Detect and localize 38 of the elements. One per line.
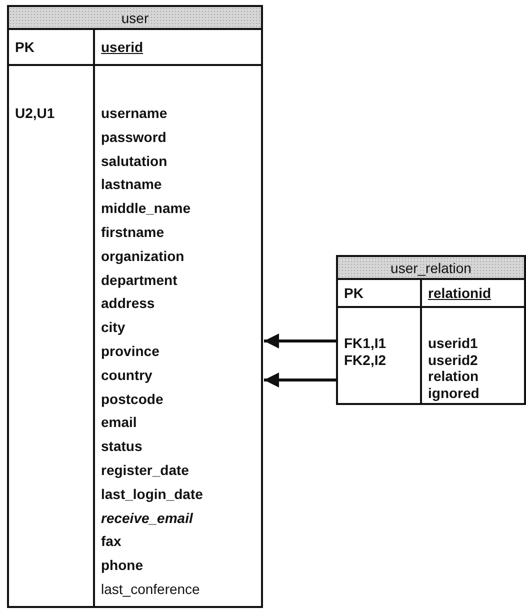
field-name: firstname [101,224,164,240]
field-name: fax [101,533,122,550]
key-label: U2,U1 [15,105,55,121]
entity-table [7,5,263,608]
field-name: phone [101,557,143,574]
primary-key-field: relationid [428,285,492,301]
field-name: last_login_date [101,486,203,502]
field-name: salutation [101,152,168,169]
field-name: middle_name [101,200,190,216]
field-name: organization [101,248,184,264]
field-name: last_conference [101,581,200,597]
field-name: register_date [101,462,189,478]
field-name: password [101,128,166,145]
field-name: ignored [428,385,480,402]
table-name: user_relation [390,260,472,276]
field-name: userid1 [428,335,478,351]
key-label: PK [15,39,34,55]
field-name: country [101,366,152,383]
field-name: username [101,105,168,121]
key-label: FK1,I1 [344,335,386,351]
entity-table [336,255,526,405]
primary-key-field: userid [101,39,144,55]
field-name: relation [428,368,479,384]
field-name: receive_email [101,510,193,526]
field-name: userid2 [428,352,478,368]
key-label: FK2,I2 [344,352,386,368]
key-label: PK [344,285,364,301]
field-name: lastname [101,176,162,192]
field-name: department [101,272,178,288]
relationship-arrow [264,334,336,348]
field-name: province [101,343,160,359]
table-name: user [120,10,150,26]
field-name: address [101,295,155,312]
relationship-arrow [264,372,336,388]
field-name: postcode [101,390,164,407]
field-name: status [101,438,142,454]
field-name: city [101,319,126,336]
field-name: email [101,414,137,430]
